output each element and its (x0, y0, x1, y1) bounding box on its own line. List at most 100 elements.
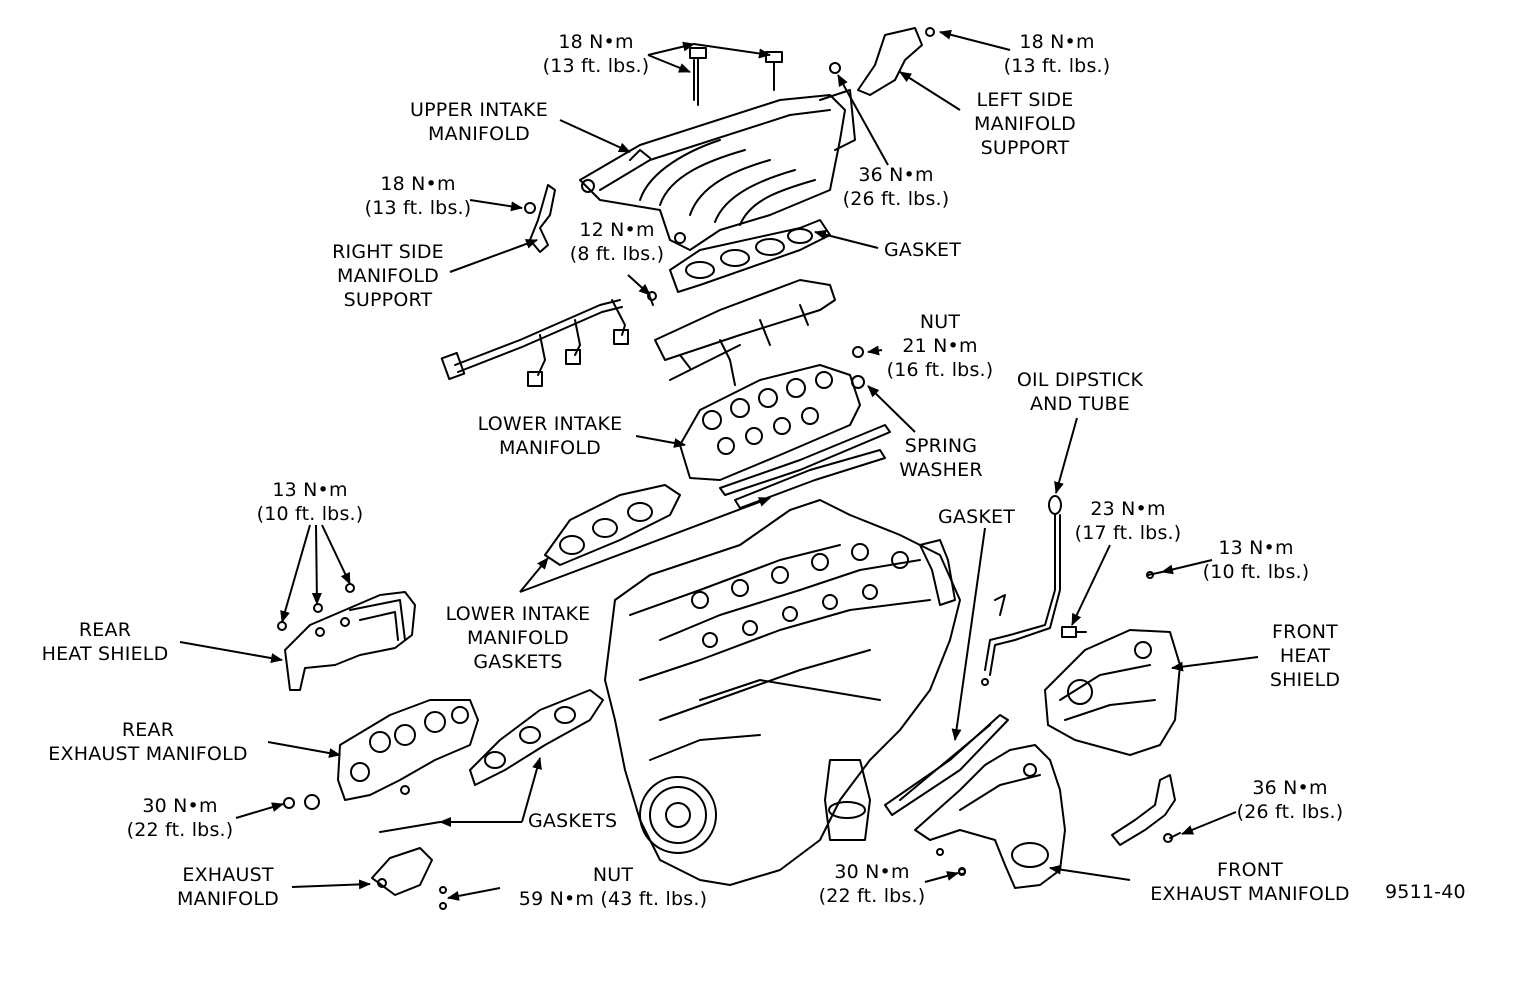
label-line: 21 N•m (902, 335, 978, 357)
label-line: SPRING (904, 435, 978, 457)
rear-exhaust-manifold (283, 699, 479, 810)
label-line: HEAT (1279, 645, 1331, 667)
label-torque-18-right-support: 18 N•m (13 ft. lbs.) (358, 172, 478, 220)
label-line: MANIFOLD (467, 627, 569, 649)
label-line: FRONT (1272, 621, 1338, 643)
label-line: SHIELD (1269, 669, 1341, 691)
wiring-harness (440, 291, 657, 387)
upper-bolts (689, 47, 783, 106)
figure-id: 9511-40 (1385, 880, 1466, 904)
label-line: SUPPORT (980, 137, 1070, 159)
label-line: 18 N•m (380, 173, 456, 195)
label-line: 30 N•m (142, 795, 218, 817)
label-line: GASKETS (528, 810, 618, 832)
label-line: UPPER INTAKE (410, 99, 548, 121)
label-front-exhaust-manifold: FRONT EXHAUST MANIFOLD (1130, 858, 1370, 906)
figure-id-text: 9511-40 (1385, 881, 1466, 903)
crank-pulley (639, 776, 717, 854)
label-torque-13-front: 13 N•m (10 ft. lbs.) (1196, 536, 1316, 584)
label-line: MANIFOLD (428, 123, 530, 145)
label-line: LEFT SIDE (976, 89, 1074, 111)
label-torque-top-right: 18 N•m (13 ft. lbs.) (1002, 30, 1112, 78)
label-torque-12: 12 N•m (8 ft. lbs.) (562, 218, 672, 266)
label-rear-heat-shield: REAR HEAT SHIELD (30, 618, 180, 666)
label-nut-59: NUT 59 N•m (43 ft. lbs.) (508, 863, 718, 911)
label-right-side-manifold-support: RIGHT SIDE MANIFOLD SUPPORT (318, 240, 458, 312)
label-line: FRONT (1217, 859, 1283, 881)
label-exhaust-manifold: EXHAUST MANIFOLD (158, 863, 298, 911)
front-heat-shield (1044, 629, 1181, 756)
label-line: (16 ft. lbs.) (886, 359, 994, 381)
label-spring-washer: SPRING WASHER (886, 434, 996, 482)
label-line: LOWER INTAKE (477, 413, 623, 435)
label-line: (26 ft. lbs.) (1236, 801, 1344, 823)
nut-and-washer (851, 346, 865, 389)
label-line: (10 ft. lbs.) (1202, 561, 1310, 583)
label-line: (22 ft. lbs.) (126, 819, 234, 841)
label-gaskets: GASKETS (528, 809, 617, 833)
label-line: (26 ft. lbs.) (842, 188, 950, 210)
rear-heat-shield (277, 583, 416, 691)
label-line: 18 N•m (1019, 31, 1095, 53)
label-torque-36-front: 36 N•m (26 ft. lbs.) (1230, 776, 1350, 824)
lower-intake-gaskets (544, 449, 886, 566)
label-line: EXHAUST MANIFOLD (1150, 883, 1350, 905)
label-front-heat-shield: FRONT HEAT SHIELD (1250, 620, 1360, 692)
label-upper-intake-manifold: UPPER INTAKE MANIFOLD (394, 98, 564, 146)
label-line: 36 N•m (1252, 777, 1328, 799)
label-line: REAR (121, 719, 175, 741)
label-line: 12 N•m (579, 219, 655, 241)
engine-block (604, 499, 961, 886)
label-nut-21: NUT 21 N•m (16 ft. lbs.) (880, 310, 1000, 382)
label-line: (22 ft. lbs.) (818, 885, 926, 907)
label-line: 30 N•m (834, 861, 910, 883)
mid-gasket (884, 714, 1009, 816)
label-line: 18 N•m (558, 31, 634, 53)
label-line: 36 N•m (858, 164, 934, 186)
label-line: GASKET (884, 239, 962, 261)
label-line: SUPPORT (343, 289, 433, 311)
label-line: (17 ft. lbs.) (1074, 522, 1182, 544)
label-line: RIGHT SIDE (332, 241, 444, 263)
label-line: MANIFOLD (499, 437, 601, 459)
label-line: AND TUBE (1029, 393, 1131, 415)
label-line: EXHAUST MANIFOLD (48, 743, 248, 765)
label-line: NUT (592, 864, 634, 886)
label-gasket-mid: GASKET (938, 505, 1015, 529)
right-side-manifold-support (524, 184, 556, 253)
label-line: 23 N•m (1090, 498, 1166, 520)
label-line: NUT (919, 311, 961, 333)
label-line: LOWER INTAKE (445, 603, 591, 625)
bolt-23 (1061, 626, 1087, 638)
lower-intake-manifold (679, 364, 891, 496)
label-line: HEAT SHIELD (41, 643, 169, 665)
nut-30-front (958, 867, 966, 875)
label-left-side-manifold-support: LEFT SIDE MANIFOLD SUPPORT (955, 88, 1095, 160)
bolt-13-front (1146, 571, 1163, 579)
exhaust-manifold-part (371, 847, 447, 910)
label-line: (8 ft. lbs.) (569, 243, 665, 265)
label-oil-dipstick-and-tube: OIL DIPSTICK AND TUBE (1000, 368, 1160, 416)
label-lower-intake-manifold: LOWER INTAKE MANIFOLD (460, 412, 640, 460)
label-line: MANIFOLD (974, 113, 1076, 135)
front-exhaust-manifold (914, 744, 1066, 889)
label-line: MANIFOLD (337, 265, 439, 287)
label-torque-30-front: 30 N•m (22 ft. lbs.) (812, 860, 932, 908)
exhaust-gaskets (379, 689, 604, 833)
label-line: (10 ft. lbs.) (256, 503, 364, 525)
label-line: REAR (78, 619, 132, 641)
front-bracket (1111, 774, 1181, 846)
label-line: 13 N•m (1218, 537, 1294, 559)
label-line: (13 ft. lbs.) (542, 55, 650, 77)
label-torque-top: 18 N•m (13 ft. lbs.) (531, 30, 661, 78)
label-gasket-upper: GASKET (884, 238, 961, 262)
fuel-rail (654, 279, 836, 386)
label-line: (13 ft. lbs.) (1003, 55, 1111, 77)
label-rear-exhaust-manifold: REAR EXHAUST MANIFOLD (28, 718, 268, 766)
label-line: GASKET (938, 506, 1016, 528)
label-line: 13 N•m (272, 479, 348, 501)
oil-dipstick-tube (981, 495, 1062, 686)
left-side-manifold-support (829, 27, 935, 96)
